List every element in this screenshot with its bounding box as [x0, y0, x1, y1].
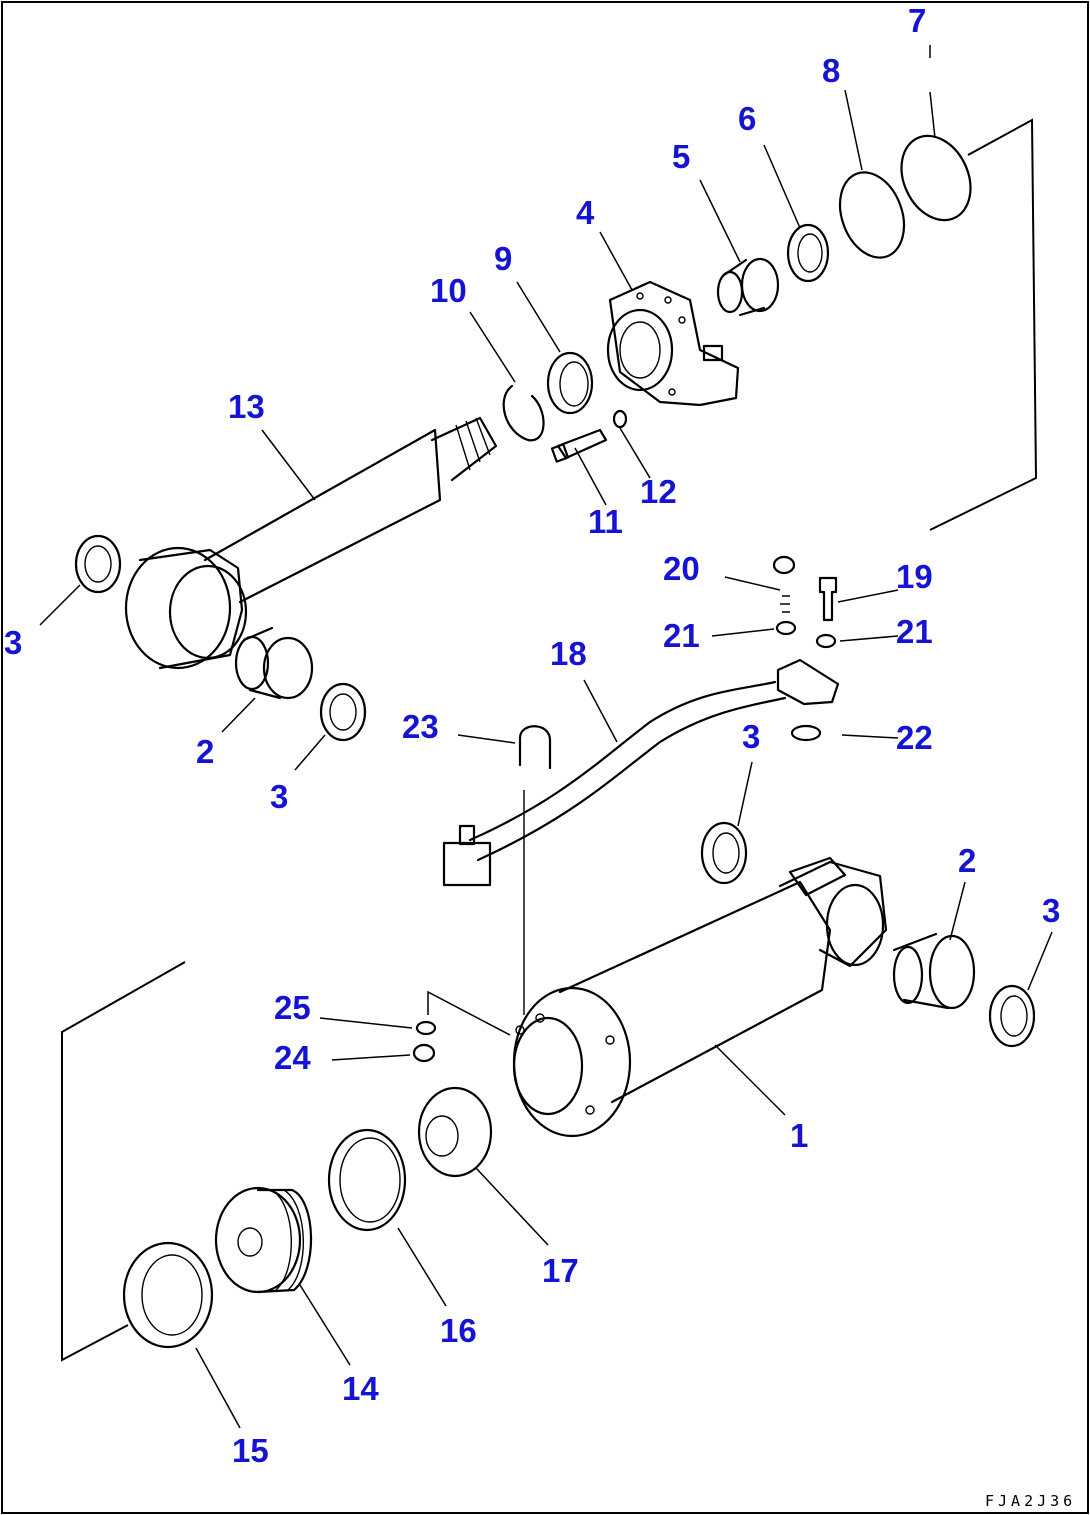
callout-4: 4	[576, 194, 595, 231]
washer-part-21b	[815, 633, 837, 649]
washer-part-12	[612, 409, 628, 429]
dust-seal-part-d	[988, 984, 1036, 1048]
dust-seal-part-a	[74, 534, 122, 594]
rod-bushing-part	[546, 351, 594, 415]
tube-part	[442, 658, 840, 887]
piston-rod-part	[124, 416, 498, 670]
callout-2: 2	[196, 733, 214, 770]
bushing-part-lower	[892, 932, 976, 1010]
callout-20: 20	[663, 550, 700, 587]
cap-part-20	[772, 555, 796, 613]
o-ring-part-7	[900, 134, 972, 222]
callout-21: 21	[663, 617, 700, 654]
callout-1: 1	[790, 1117, 808, 1154]
bolt-part-19	[818, 576, 838, 622]
plug-part-24	[412, 1043, 436, 1063]
callout-2: 2	[958, 842, 976, 879]
callout-18: 18	[550, 635, 587, 672]
callout-19: 19	[896, 558, 933, 595]
washer-part-21a	[775, 620, 797, 636]
ring-part-8	[838, 171, 906, 259]
wear-ring-part-16	[327, 1128, 407, 1232]
snap-ring-part	[502, 384, 545, 442]
callout-22: 22	[896, 719, 933, 756]
callout-5: 5	[672, 138, 690, 175]
cylinder-head-part	[606, 280, 740, 407]
callout-3: 3	[4, 624, 22, 661]
callout-14: 14	[342, 1370, 379, 1407]
o-ring-part-25	[415, 1020, 437, 1036]
bushing-part-upper	[234, 626, 314, 700]
bolt-part-11	[550, 428, 608, 463]
callout-25: 25	[274, 989, 311, 1026]
assembly-bracket-top	[929, 118, 1038, 531]
callout-9: 9	[494, 240, 512, 277]
cylinder-tube-part	[512, 856, 888, 1138]
callout-15: 15	[232, 1432, 269, 1469]
callout-23: 23	[402, 708, 439, 745]
callout-labels: 1 2 2 3 3 3 3 4 5 6 7 8 9 10 11 12 13 14…	[4, 2, 1060, 1469]
callout-11: 11	[588, 503, 623, 540]
nut-part-17	[417, 1086, 493, 1178]
callout-10: 10	[430, 272, 467, 309]
callout-17: 17	[542, 1252, 579, 1289]
drawing-code: FJA2J36	[985, 1492, 1076, 1510]
callout-16: 16	[440, 1312, 477, 1349]
dust-seal-part-c	[700, 821, 748, 885]
callout-6: 6	[738, 100, 756, 137]
o-ring-part-22	[790, 724, 822, 742]
callout-3: 3	[742, 718, 760, 755]
callout-3: 3	[1042, 892, 1060, 929]
bushing-part-5	[716, 257, 780, 317]
seal-part-6	[786, 223, 830, 283]
callout-12: 12	[640, 473, 677, 510]
callout-7: 7	[908, 2, 926, 39]
callout-3: 3	[270, 778, 288, 815]
callout-24: 24	[274, 1039, 311, 1076]
u-clamp-part	[518, 725, 552, 1015]
piston-part-14	[214, 1186, 313, 1294]
piston-ring-part-15	[122, 1241, 214, 1349]
leader-lines	[39, 45, 1053, 1429]
assembly-bracket-bottom	[61, 961, 186, 1362]
callout-8: 8	[822, 52, 840, 89]
callout-21: 21	[896, 613, 933, 650]
dust-seal-part-b	[319, 682, 367, 742]
callout-13: 13	[228, 388, 265, 425]
